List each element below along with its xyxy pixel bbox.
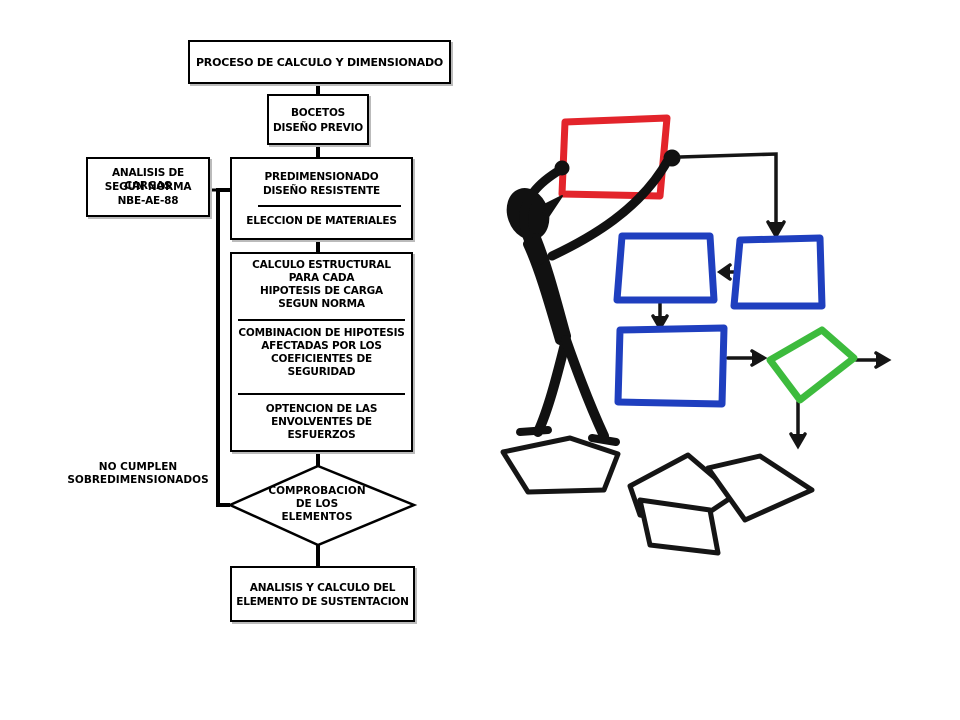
- predimensionado-box: PREDIMENSIONADO DISEÑO RESISTENTE ELECCI…: [230, 157, 413, 240]
- process-title: PROCESO DE CALCULO Y DIMENSIONADO: [195, 56, 444, 69]
- green-diamond: [766, 326, 858, 404]
- calculo-s3-line3: ESFUERZOS: [287, 429, 356, 441]
- calculo-s2-line3: COEFICIENTES DE: [271, 353, 372, 365]
- calculo-s3-line2: ENVOLVENTES DE: [271, 416, 372, 428]
- connector-loop-back: [216, 188, 230, 507]
- calculo-s1-line2: PARA CADA: [288, 272, 355, 284]
- calculo-s3-line1: OPTENCION DE LAS: [265, 403, 378, 415]
- calculo-s2-line1: COMBINACION DE HIPOTESIS: [238, 327, 405, 339]
- bocetos-line1: BOCETOS: [290, 107, 346, 119]
- predim-line1: PREDIMENSIONADO: [264, 171, 379, 183]
- predim-divider: [258, 205, 401, 207]
- decision-line1: COMPROBACION: [268, 485, 366, 497]
- decision-line2: DE LOS: [295, 498, 339, 510]
- calculo-s2-line4: SEGURIDAD: [287, 366, 356, 378]
- final-line1: ANALISIS Y CALCULO DEL: [249, 582, 396, 594]
- blue-box-top-right: [730, 234, 826, 310]
- no-cumplen-line1: NO CUMPLEN: [98, 461, 178, 473]
- calculo-divider-1: [238, 319, 405, 321]
- calculo-s1-line4: SEGUN NORMA: [278, 298, 365, 310]
- decision-label: COMPROBACION DE LOS ELEMENTOS: [258, 485, 376, 524]
- bocetos-line2: DISEÑO PREVIO: [272, 122, 364, 134]
- decision-line3: ELEMENTOS: [281, 511, 353, 523]
- papers-pile: [500, 435, 815, 556]
- stick-figure: [506, 149, 681, 446]
- blue-box-top-left: [613, 232, 718, 304]
- bocetos-box: BOCETOS DISEÑO PREVIO: [267, 94, 369, 145]
- calculo-s2-line2: AFECTADAS POR LOS: [261, 340, 382, 352]
- no-cumplen-line2: SOBREDIMENSIONADOS: [67, 474, 209, 486]
- final-box: ANALISIS Y CALCULO DEL ELEMENTO DE SUSTE…: [230, 566, 415, 622]
- process-title-box: PROCESO DE CALCULO Y DIMENSIONADO: [188, 40, 451, 84]
- calculo-s1-line1: CALCULO ESTRUCTURAL: [252, 259, 391, 271]
- no-cumplen-label: NO CUMPLEN SOBREDIMENSIONADOS: [62, 461, 214, 487]
- elecciones-materiales: ELECCION DE MATERIALES: [246, 215, 397, 227]
- illustration-arrows: [651, 152, 892, 450]
- analisis-cargas-line1: ANALISIS DE CARGAS: [111, 167, 184, 192]
- blue-box-bottom: [614, 324, 728, 408]
- predim-line2: DISEÑO RESISTENTE: [262, 185, 381, 197]
- final-line2: ELEMENTO DE SUSTENTACION: [236, 596, 409, 608]
- analisis-cargas-line2: SEGUN NORMA: [104, 181, 192, 193]
- calculo-box: CALCULO ESTRUCTURAL PARA CADA HIPOTESIS …: [230, 252, 413, 452]
- calculo-s1-line3: HIPOTESIS DE CARGA: [260, 285, 383, 297]
- analisis-cargas-line3: NBE-AE-88: [117, 195, 179, 207]
- analisis-cargas-box: ANALISIS DE CARGAS SEGUN NORMA NBE-AE-88: [86, 157, 210, 217]
- calculo-divider-2: [238, 393, 405, 395]
